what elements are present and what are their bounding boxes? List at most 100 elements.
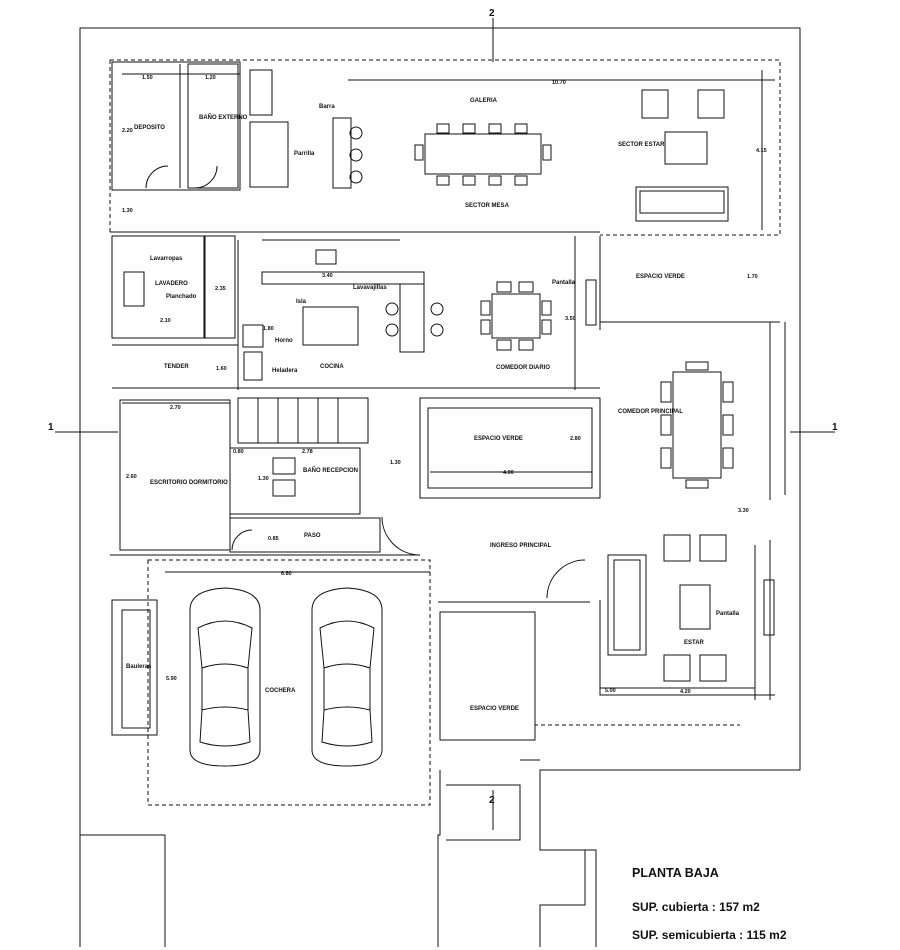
barra-stool — [349, 148, 363, 162]
bano-externo-box — [187, 63, 239, 189]
label-horno: Horno — [275, 338, 293, 344]
label-parrilla: Parrilla — [294, 151, 315, 157]
room-bano-externo: BAÑO EXTERNO — [199, 114, 248, 121]
estar-sofa — [607, 554, 647, 656]
pantalla-2 — [763, 579, 775, 636]
room-espacio-verde-3: ESPACIO VERDE — [470, 706, 519, 712]
espacio-verde-1-inner — [427, 407, 593, 489]
axis-1-label-left: 1 — [48, 422, 54, 433]
bidet — [272, 479, 296, 497]
label-planchado: Planchado — [166, 294, 197, 300]
room-espacio-verde-1: ESPACIO VERDE — [636, 274, 685, 280]
espacio-verde-1-outer — [419, 397, 601, 499]
dim: 3.30 — [738, 508, 749, 514]
label-barra: Barra — [319, 104, 335, 110]
dim: 1.30 — [390, 460, 401, 466]
galeria-outline — [109, 59, 781, 236]
bauleras — [111, 599, 158, 736]
room-sector-mesa: SECTOR MESA — [465, 203, 510, 209]
outer-boundary — [79, 27, 801, 947]
espacio-verde-3 — [439, 611, 536, 741]
room-lavadero: LAVADERO — [155, 281, 188, 287]
axis-1-label-right: 1 — [832, 422, 838, 433]
room-bano-recepcion: BAÑO RECEPCION — [303, 467, 358, 474]
dim: 2.10 — [160, 318, 171, 324]
heladera — [243, 351, 263, 381]
dim: 4.00 — [503, 470, 514, 476]
room-cocina: COCINA — [320, 364, 344, 370]
dim: 2.60 — [126, 474, 137, 480]
room-ingreso: INGRESO PRINCIPAL — [490, 543, 552, 549]
dim: 4.20 — [680, 689, 691, 695]
dim: 4.15 — [756, 148, 767, 154]
room-estar: ESTAR — [684, 640, 705, 646]
wc — [272, 457, 296, 475]
horno — [242, 324, 264, 348]
axis-2-label-bottom: 2 — [489, 795, 495, 806]
axis-2-label-top: 2 — [489, 8, 495, 19]
paso-walls — [229, 517, 381, 553]
room-sector-estar: SECTOR ESTAR — [618, 142, 665, 148]
lower-boundary-2 — [437, 770, 441, 947]
armchair — [697, 89, 725, 119]
kitchen-counter — [261, 271, 425, 285]
bano-recepcion-walls — [229, 447, 361, 515]
dim: 1.70 — [747, 274, 758, 280]
label-pantalla-1: Pantalla — [552, 280, 576, 286]
parrilla-box — [249, 121, 289, 188]
armchair — [641, 89, 669, 119]
stairs — [237, 397, 369, 444]
dim: 5.00 — [605, 688, 616, 694]
room-tender: TENDER — [164, 364, 189, 370]
label-bauleras: Bauleras — [126, 664, 152, 670]
car-left — [189, 587, 261, 767]
comedor-diario-table — [491, 293, 541, 339]
dim: 2.80 — [570, 436, 581, 442]
dim: 1.20 — [205, 75, 216, 81]
pantalla-1 — [585, 279, 597, 326]
kitchen-island — [302, 306, 359, 346]
dim: 1.30 — [258, 476, 269, 482]
fixture-box — [249, 69, 273, 116]
area-semicubierta: SUP. semicubierta : 115 m2 — [632, 928, 787, 942]
car-right — [311, 587, 383, 767]
label-pantalla-2: Pantalla — [716, 611, 740, 617]
dim: 5.90 — [166, 676, 177, 682]
dim: 2.78 — [302, 449, 313, 455]
dim: 2.35 — [215, 286, 226, 292]
room-escritorio: ESCRITORIO DORMITORIO — [150, 480, 228, 486]
barra-box — [332, 117, 352, 189]
dim: 2.70 — [170, 405, 181, 411]
barra-stool — [349, 126, 363, 140]
label-heladera: Heladera — [272, 368, 298, 374]
label-lavavajillas: Lavavajillas — [353, 285, 387, 291]
dim: 0.85 — [268, 536, 279, 542]
sofa — [635, 186, 729, 222]
room-comedor-diario: COMEDOR DIARIO — [496, 365, 550, 371]
room-paso: PASO — [304, 533, 321, 539]
cochera-outline — [147, 559, 431, 806]
dim: 2.20 — [122, 128, 133, 134]
dim: 1.80 — [263, 326, 274, 332]
dim: 10.70 — [552, 80, 566, 86]
room-comedor-principal: COMEDOR PRINCIPAL — [618, 409, 683, 415]
area-cubierta: SUP. cubierta : 157 m2 — [632, 900, 760, 914]
dim: 0.80 — [233, 449, 244, 455]
dim: 3.50 — [565, 316, 576, 322]
comedor-principal-table — [672, 371, 722, 479]
room-espacio-verde-2: ESPACIO VERDE — [474, 436, 523, 442]
lavadero-walls — [111, 235, 205, 339]
barra-stool — [349, 170, 363, 184]
lower-boundary — [80, 834, 166, 947]
coffee-table — [664, 131, 708, 165]
room-cochera: COCHERA — [265, 688, 296, 694]
dim: 6.80 — [281, 571, 292, 577]
room-deposito: DEPOSITO — [134, 125, 165, 131]
mesa-table — [424, 133, 542, 175]
dim: 1.60 — [216, 366, 227, 372]
label-lavarropas: Lavarropas — [150, 256, 183, 262]
appliance — [315, 249, 337, 265]
lavadero-sink — [123, 271, 145, 307]
plan-title: PLANTA BAJA — [632, 866, 719, 880]
